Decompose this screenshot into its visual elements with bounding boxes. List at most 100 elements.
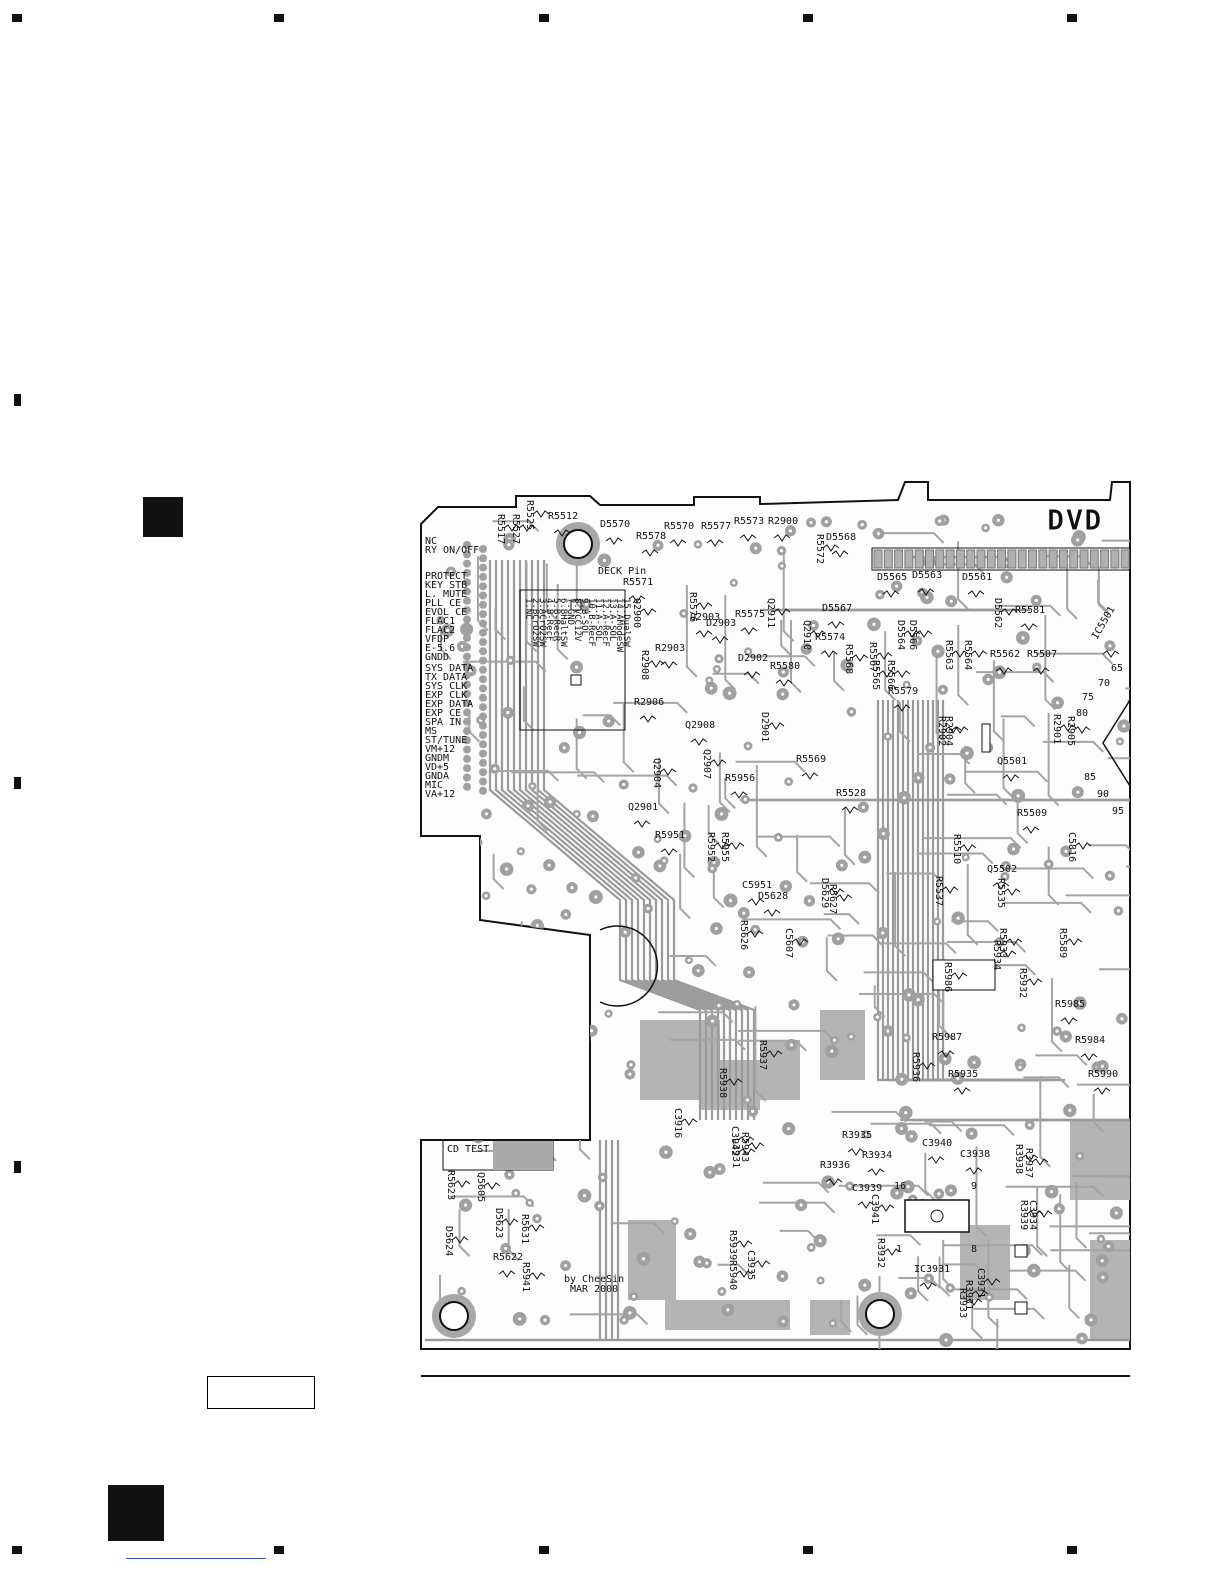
copper-trace — [917, 1256, 929, 1302]
pad-hole — [646, 906, 650, 911]
deck-pin-label: 2.BCrO2SW — [530, 598, 540, 647]
copper-trace — [1047, 712, 1060, 807]
connector-pad — [463, 568, 471, 577]
connector-pad — [479, 786, 487, 795]
pad-hole — [1019, 1026, 1024, 1030]
component-symbol — [1073, 726, 1091, 734]
component-ref: R5537 — [933, 876, 944, 906]
component-symbol — [967, 590, 985, 598]
copper-trace — [492, 853, 505, 890]
component-symbol — [801, 772, 819, 780]
connector-pad — [479, 656, 487, 665]
header-pin — [1048, 549, 1058, 569]
solder-pad — [475, 938, 485, 948]
component-symbol — [875, 652, 893, 660]
connector-pad — [479, 675, 487, 684]
header-pin — [925, 549, 934, 569]
pad-hole — [1005, 575, 1009, 579]
component-symbol — [660, 661, 678, 669]
component-ref: R5575 — [735, 609, 765, 620]
connector-pad — [463, 717, 471, 726]
header-pin — [1028, 549, 1037, 569]
pad-hole — [602, 558, 606, 562]
copper-pour — [1090, 1240, 1130, 1340]
copper-trace — [762, 1181, 830, 1194]
pad-hole — [709, 686, 713, 690]
deck-pin-label: 4.B-RecF — [544, 598, 554, 641]
component-symbol — [965, 1167, 983, 1175]
component-symbol — [951, 726, 969, 734]
copper-trace — [840, 1299, 853, 1333]
header-pin — [914, 549, 924, 569]
copper-trace — [823, 913, 860, 925]
deck-pin-label: 10.B-RecF — [586, 598, 596, 647]
component-ref: IC3931 — [914, 1264, 950, 1275]
component-ref: R5939 — [727, 1230, 738, 1260]
pad-hole — [526, 975, 530, 979]
registration-mark — [1067, 1546, 1077, 1554]
connector-pad — [479, 628, 487, 637]
component-ref: R5566 — [885, 660, 896, 690]
pad-hole — [809, 520, 813, 525]
pad-hole — [1108, 874, 1112, 878]
component-ref: R3938 — [1013, 1144, 1024, 1174]
copper-trace — [942, 1244, 1043, 1256]
copper-trace — [569, 1313, 649, 1326]
pad-hole — [682, 611, 686, 616]
copper-trace — [856, 1295, 869, 1336]
registration-mark — [539, 14, 549, 22]
pad-hole — [577, 730, 582, 735]
pad-hole — [504, 1246, 508, 1250]
copper-trace — [886, 872, 945, 885]
component-symbol — [498, 1270, 516, 1278]
pad-hole — [781, 670, 785, 674]
pad-hole — [886, 734, 890, 739]
header-pin — [1079, 549, 1089, 569]
component-ref: D5568 — [826, 532, 856, 543]
component-ref: R5622 — [493, 1252, 523, 1263]
copper-trace — [556, 584, 569, 660]
copper-trace — [1068, 1264, 1080, 1320]
connector-pad — [463, 782, 471, 791]
pad-hole — [928, 745, 932, 750]
pad-hole — [529, 887, 533, 891]
copper-trace — [494, 560, 708, 1120]
component-ref: R3931 — [963, 1280, 974, 1310]
pad-hole — [528, 1201, 532, 1205]
pad-hole — [662, 859, 666, 863]
pad-hole — [964, 855, 968, 859]
pad-hole — [899, 1126, 904, 1131]
connector-pad — [479, 777, 487, 786]
component-ref: R5626 — [738, 920, 749, 950]
pad-hole — [606, 1012, 611, 1016]
pad-hole — [688, 1232, 692, 1236]
copper-pour — [810, 1300, 850, 1335]
component-ref: D5561 — [962, 572, 992, 583]
connector-pad — [463, 550, 471, 559]
component-ref: R5579 — [888, 686, 918, 697]
pad-hole — [708, 1170, 712, 1174]
component-symbol — [503, 524, 521, 532]
pad-hole — [949, 1188, 953, 1193]
copper-trace — [679, 853, 691, 920]
signal-label: SYS DATA — [425, 663, 473, 674]
copper-trace — [462, 660, 547, 673]
header-pin — [1058, 549, 1068, 569]
component-ref: R5631 — [519, 1214, 530, 1244]
header-pin — [1120, 549, 1130, 569]
solder-pad — [460, 879, 473, 892]
pad-hole — [956, 1076, 960, 1080]
component-symbol — [857, 1201, 875, 1209]
component-ref: R5568 — [843, 644, 854, 674]
component-symbol — [903, 630, 921, 638]
signal-label: NC — [425, 536, 437, 547]
pad-hole — [1114, 1211, 1118, 1215]
copper-trace — [843, 807, 856, 866]
pad-hole — [575, 812, 579, 816]
pad-hole — [863, 855, 867, 859]
pad-hole — [456, 1132, 461, 1136]
copper-trace — [683, 802, 696, 879]
component-symbol — [1022, 826, 1040, 834]
r5986-body — [932, 959, 996, 991]
pad-hole — [1011, 847, 1016, 851]
